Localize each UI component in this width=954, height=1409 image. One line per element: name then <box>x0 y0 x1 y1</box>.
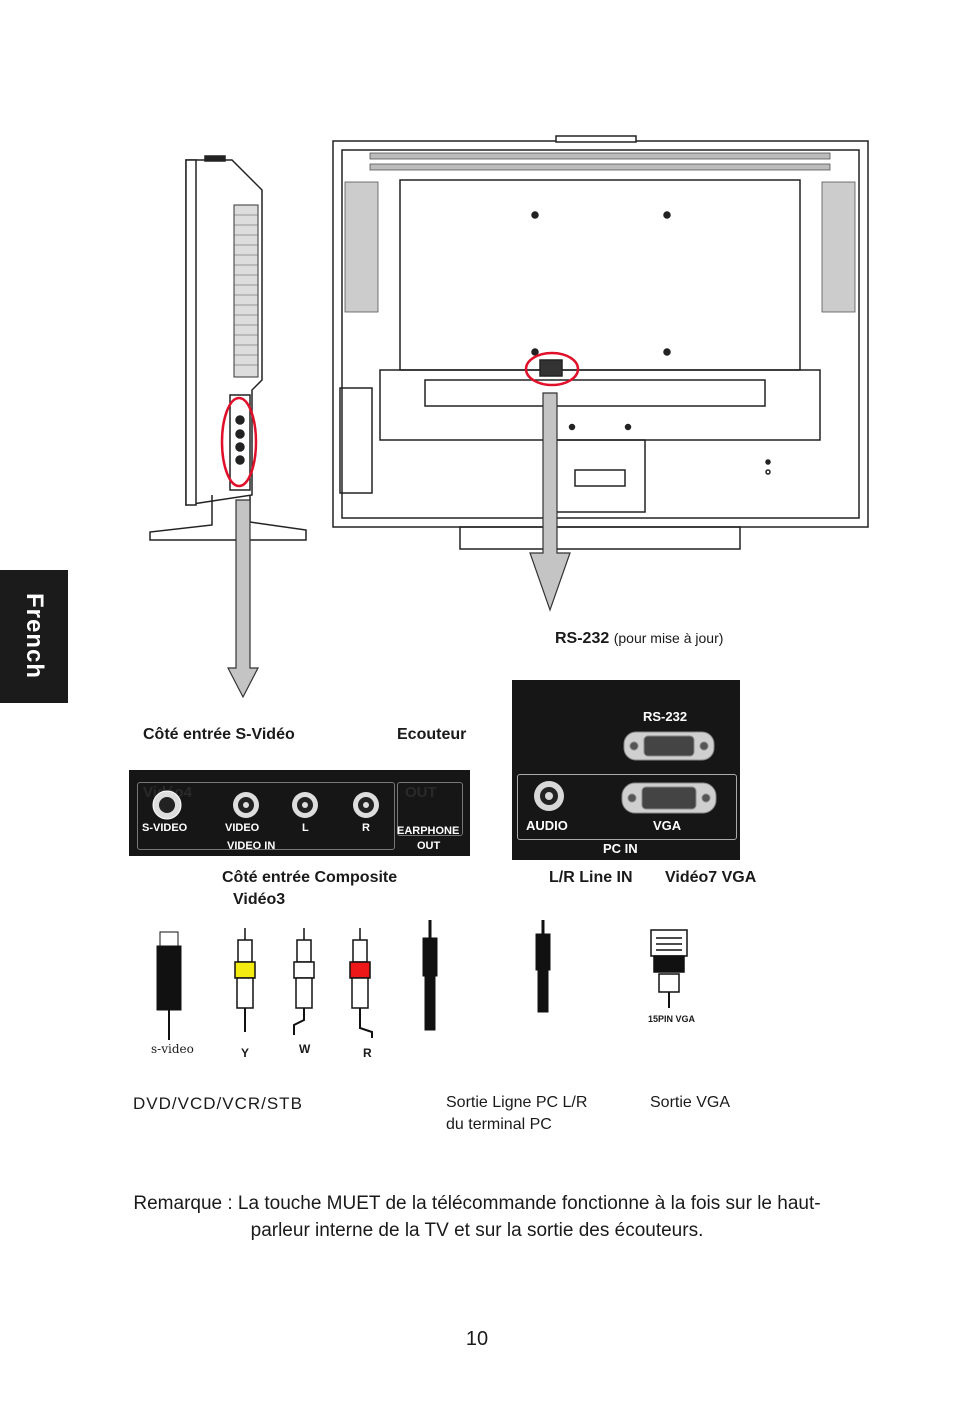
rs232-port-label: RS-232 <box>643 709 688 724</box>
page-number: 10 <box>465 1328 489 1350</box>
earphone-frame <box>397 782 463 836</box>
yellow-rca-cable <box>234 928 256 1032</box>
language-tab: French <box>0 570 68 703</box>
svideo-port-label: S-VIDEO <box>142 822 188 834</box>
r-port-label: R <box>362 822 370 834</box>
composite-video-label: Vidéo3 <box>233 891 286 908</box>
video-in-label: VIDEO IN <box>227 840 276 852</box>
red-rca-cable <box>349 928 373 1038</box>
pc-audio-jack-1 <box>422 920 438 1031</box>
lr-line-in-label: L/R Line IN <box>549 869 633 886</box>
tv-side-view <box>128 137 308 541</box>
video-port-label: VIDEO <box>225 822 260 834</box>
pc-audio-source-line1: Sortie Ligne PC L/R <box>446 1094 588 1111</box>
pc-input-panel: RS-232 AUDIO VGA PC IN <box>512 680 740 860</box>
dvd-source-label: DVD/VCD/VCR/STB <box>133 1094 303 1113</box>
pc-in-frame <box>517 774 737 840</box>
rs232-note: (pour mise à jour) <box>613 630 724 646</box>
vga-input-label: Vidéo7 VGA <box>665 869 757 886</box>
tv-back-view <box>332 135 869 550</box>
side-input-highlight <box>220 396 258 488</box>
earphone-out-label: OUT <box>417 840 441 852</box>
mute-note: Remarque : La touche MUET de la télécomm… <box>60 1190 894 1244</box>
vga-port-label: VGA <box>653 818 682 833</box>
r-cable-label: R <box>363 1046 372 1060</box>
side-input-arrow <box>227 499 259 699</box>
out-label: OUT <box>405 784 437 801</box>
vga-port <box>621 782 717 814</box>
svideo-cable-label: s-video <box>151 1042 194 1056</box>
rs232-caption: RS-232 (pour mise à jour) <box>555 630 723 648</box>
rs232-port <box>623 731 715 761</box>
pc-audio-source-line2: du terminal PC <box>446 1116 552 1133</box>
rs232-arrow <box>529 392 571 612</box>
tv-illustration <box>128 135 869 699</box>
audio-port <box>534 781 564 811</box>
audio-port-label: AUDIO <box>526 818 568 833</box>
w-cable-label: W <box>299 1042 311 1056</box>
svideo-cable <box>156 931 182 1040</box>
svideo-port <box>152 790 182 820</box>
cables-illustration <box>156 920 688 1040</box>
earphone-port-label: EARPHONE <box>397 825 460 837</box>
y-cable-label: Y <box>241 1046 250 1060</box>
vga-cable <box>650 929 688 1008</box>
earphone-label: Ecouteur <box>397 726 467 743</box>
mute-note-line1: Remarque : La touche MUET de la télécomm… <box>133 1193 821 1214</box>
audio-l-port <box>292 792 318 818</box>
pc-in-label: PC IN <box>603 841 638 856</box>
composite-side-label: Côté entrée Composite <box>222 869 398 886</box>
white-rca-cable <box>293 928 315 1035</box>
rs232-label: RS-232 <box>555 630 610 647</box>
mute-note-line2: parleur interne de la TV et sur la sorti… <box>250 1220 704 1241</box>
pc-audio-jack-2 <box>535 920 551 1013</box>
audio-r-port <box>353 792 379 818</box>
side-input-panel: Vidéo4 OUT S-VIDEO VIDEO L R VIDEO IN EA… <box>129 770 470 856</box>
vga-source-label: Sortie VGA <box>650 1094 731 1111</box>
vga-cable-label: 15PIN VGA <box>648 1014 696 1024</box>
video-in-frame <box>137 782 395 850</box>
video-port <box>233 792 259 818</box>
svideo-side-label: Côté entrée S-Vidéo <box>143 726 295 743</box>
l-port-label: L <box>302 822 309 834</box>
rs232-highlight <box>524 351 580 387</box>
